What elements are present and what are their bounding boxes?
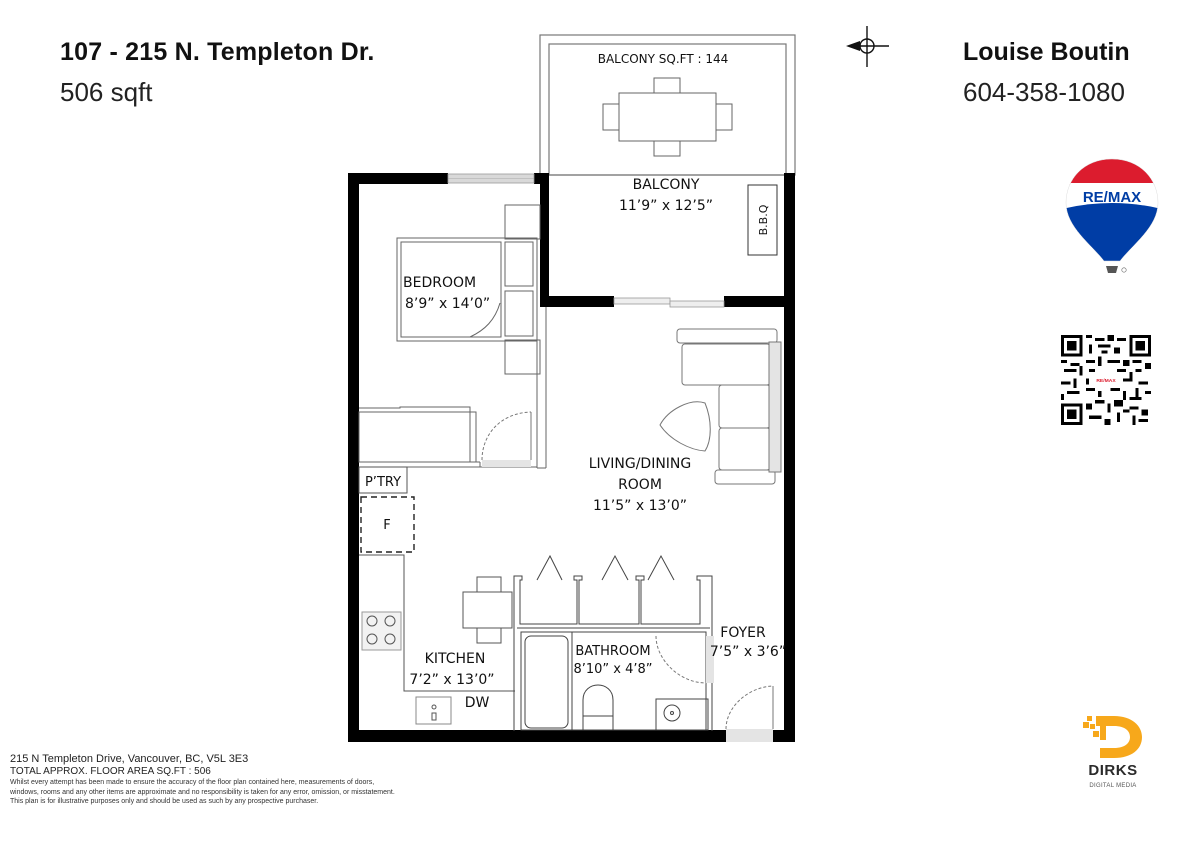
- living-label-1: LIVING/DINING: [589, 456, 692, 472]
- agent-phone[interactable]: 604-358-1080: [963, 77, 1125, 107]
- living-label-2: ROOM: [618, 477, 662, 493]
- balcony-dining-set: [602, 77, 733, 157]
- qr-center-brand: RE/MAX: [1096, 378, 1116, 384]
- foyer-dims: 7’5” x 3’6”: [710, 644, 786, 660]
- listing-address: 107 - 215 N. Templeton Dr.: [60, 38, 375, 66]
- footer-disclaimer-2: windows, rooms and any other items are a…: [10, 788, 395, 796]
- north-arrow-icon: [846, 26, 889, 67]
- walls: [348, 173, 795, 742]
- remax-logo: RE/MAX: [1062, 157, 1162, 279]
- remax-wordmark: RE/MAX: [1083, 189, 1141, 206]
- kitchen-label: KITCHEN: [425, 651, 486, 667]
- listing-area: 506 sqft: [60, 77, 153, 107]
- bedroom-label: BEDROOM: [403, 275, 476, 291]
- bedroom-fixtures: [358, 204, 547, 469]
- balcony-sqft-label: BALCONY SQ.FT : 144: [598, 52, 729, 66]
- foyer-label: FOYER: [720, 625, 766, 641]
- dishwasher-label: DW: [465, 695, 490, 711]
- dirks-subtitle: DIGITAL MEDIA: [1089, 783, 1137, 789]
- footer-address: 215 N Templeton Drive, Vancouver, BC, V5…: [10, 753, 249, 765]
- dirks-wordmark: DIRKS: [1088, 762, 1138, 779]
- bathroom-label: BATHROOM: [575, 644, 650, 659]
- pantry-label: P’TRY: [365, 475, 401, 490]
- living-sofa: [659, 328, 782, 485]
- bedroom-door-swing: [481, 411, 532, 461]
- balcony-label: BALCONY: [633, 177, 700, 193]
- qr-code[interactable]: RE/MAX: [1061, 335, 1151, 425]
- fridge-label: F: [383, 518, 390, 533]
- bathroom-dims: 8’10” x 4’8”: [573, 662, 652, 677]
- dirks-digital-media-logo: DIRKS DIGITAL MEDIA: [1080, 712, 1160, 794]
- balcony-dims: 11’9” x 12’5”: [619, 198, 713, 214]
- plan-footer: 215 N Templeton Drive, Vancouver, BC, V5…: [10, 753, 480, 807]
- kitchen-dims: 7’2” x 13’0”: [409, 672, 494, 688]
- bedroom-door-threshold: [482, 460, 531, 467]
- agent-name: Louise Boutin: [963, 38, 1130, 66]
- balloon-basket-icon: [1106, 266, 1118, 273]
- bbq-label: B.B.Q: [757, 204, 770, 235]
- living-dims: 11’5” x 13’0”: [593, 498, 687, 514]
- bbq-grill: [747, 184, 778, 256]
- windows: [447, 173, 725, 308]
- bathroom-door-swing: [655, 635, 707, 684]
- footer-disclaimer-1: Whilst every attempt has been made to en…: [10, 779, 375, 786]
- bathroom-door-threshold: [706, 636, 714, 683]
- dirks-d-icon: [1083, 716, 1142, 758]
- footer-disclaimer-3: This plan is for illustrative purposes o…: [10, 798, 319, 805]
- entry-door-threshold: [726, 729, 773, 742]
- bedroom-dims: 8’9” x 14’0”: [405, 296, 490, 312]
- footer-total-area: TOTAL APPROX. FLOOR AREA SQ.FT : 506: [10, 766, 211, 777]
- entry-door-swing: [725, 685, 774, 730]
- balcony-outline: [539, 34, 796, 176]
- kitchen-fixtures: [358, 466, 515, 725]
